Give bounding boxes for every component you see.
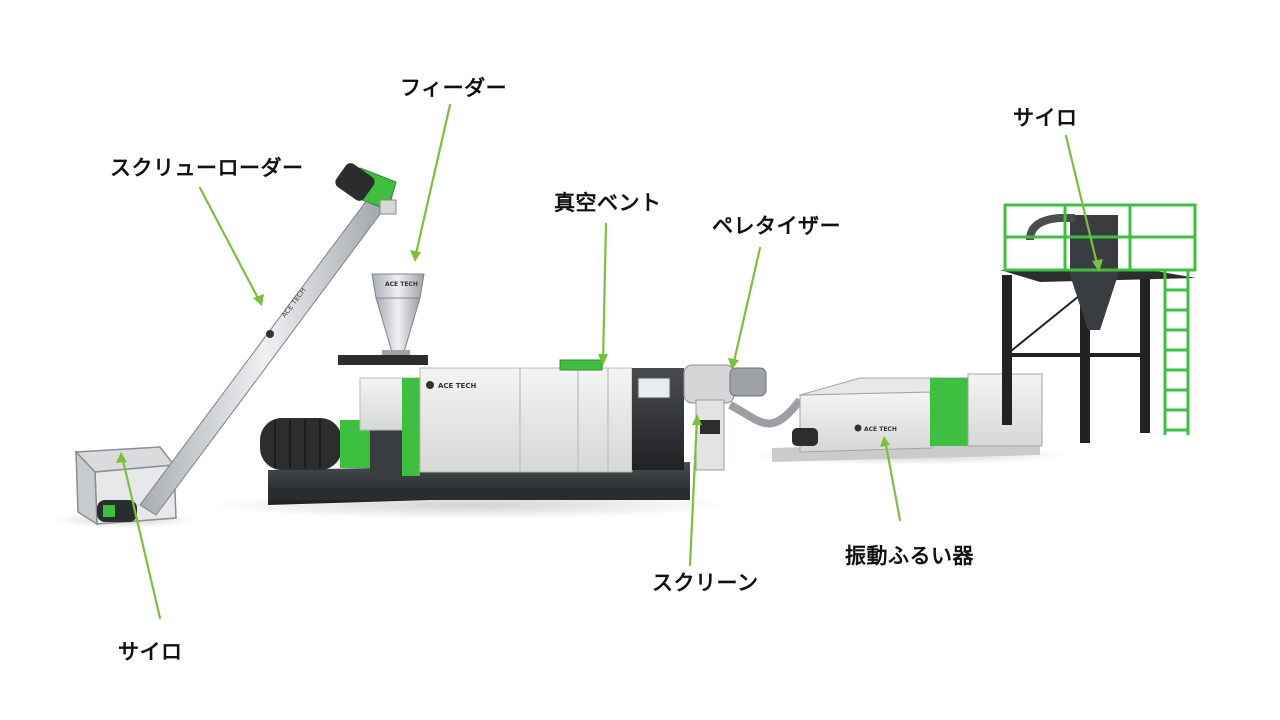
label-vibrating-sieve: 振動ふるい器 xyxy=(845,544,974,568)
label-screw-loader: スクリューローダー xyxy=(110,156,304,180)
arrowhead xyxy=(880,436,890,447)
label-vacuum-vent: 真空ベント xyxy=(554,191,662,215)
arrowhead xyxy=(598,354,608,366)
leader-line-pelletizer xyxy=(731,246,762,368)
screw-loader-tube: ACE TECH xyxy=(139,163,397,516)
leader-line-screen xyxy=(688,416,699,567)
leader-line-feeder xyxy=(413,103,452,260)
main-extruder: ACE TECH ACE TECH xyxy=(260,273,690,505)
vibrating-sieve: ACE TECH xyxy=(772,373,1043,462)
leader-line-sieve xyxy=(883,438,902,522)
svg-text:ACE TECH: ACE TECH xyxy=(864,426,897,433)
label-silo-right: サイロ xyxy=(1013,106,1078,130)
svg-text:ACE TECH: ACE TECH xyxy=(438,382,476,390)
label-silo-left: サイロ xyxy=(118,640,183,664)
leader-line-silo-left xyxy=(120,454,162,620)
arrowhead xyxy=(728,358,739,370)
arrowhead xyxy=(253,294,264,306)
leader-line-silo-right xyxy=(1064,134,1100,270)
label-pelletizer: ペレタイザー xyxy=(712,214,841,238)
arrowhead xyxy=(410,250,421,262)
leader-line-vacuum-vent xyxy=(601,222,608,364)
label-screen: スクリーン xyxy=(652,571,759,595)
arrowhead xyxy=(1092,259,1103,272)
svg-text:ACE TECH: ACE TECH xyxy=(385,281,418,288)
leader-line-screw-loader xyxy=(198,186,262,304)
arrowhead xyxy=(692,414,702,425)
label-feeder: フィーダー xyxy=(400,76,508,100)
arrowhead xyxy=(116,452,127,463)
right-silo-tower xyxy=(1000,203,1197,443)
